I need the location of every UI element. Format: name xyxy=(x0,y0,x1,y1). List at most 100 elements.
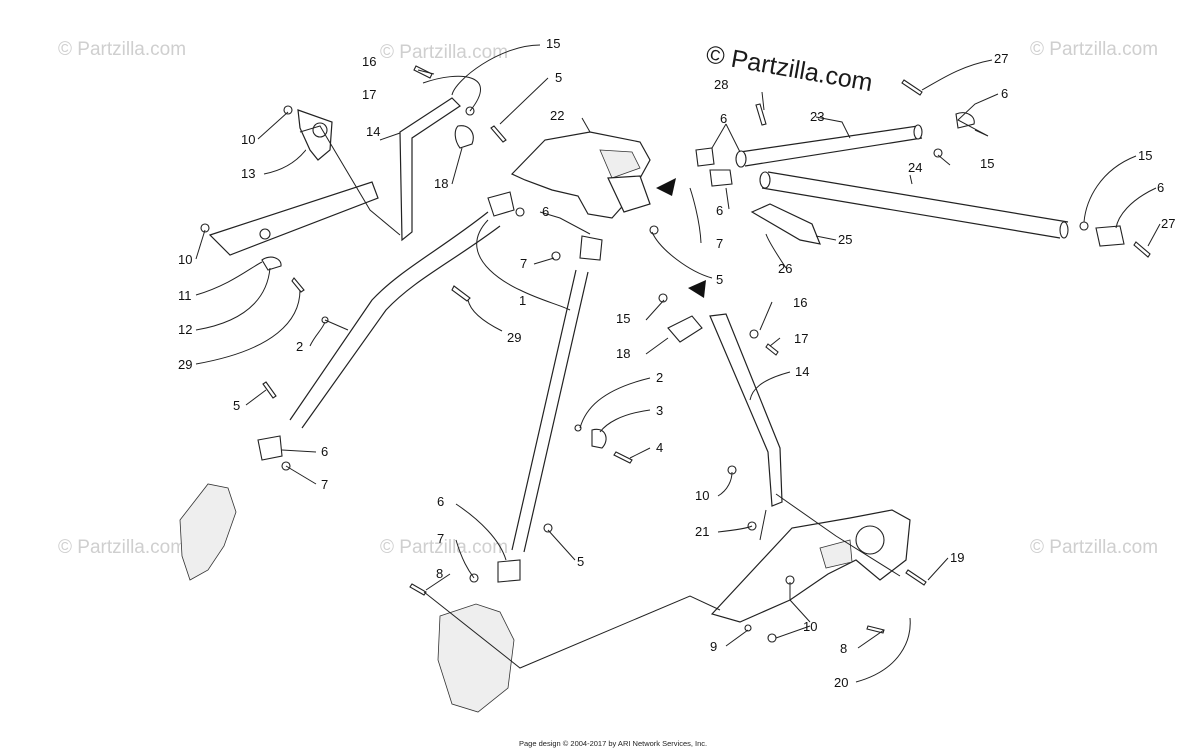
bolt-28 xyxy=(755,103,767,126)
clamp-6-right xyxy=(1095,225,1125,247)
bolt-16-left xyxy=(413,65,433,79)
callout-label: 13 xyxy=(241,166,255,181)
nut-10-plate-low xyxy=(767,633,777,643)
callout-label: 15 xyxy=(616,311,630,326)
callout-label: 15 xyxy=(1138,148,1152,163)
cap-6-lower xyxy=(709,169,733,187)
callout-label: 8 xyxy=(840,641,847,656)
tube-24-end xyxy=(759,171,771,189)
callout-label: 19 xyxy=(950,550,964,565)
bolt-4 xyxy=(613,451,633,464)
brace-11-hole xyxy=(259,228,271,240)
bolt-17-right xyxy=(765,343,779,356)
callout-label: 17 xyxy=(794,331,808,346)
callout-label: 21 xyxy=(695,524,709,539)
callout-label: 6 xyxy=(321,444,328,459)
tube-1-left xyxy=(289,211,501,429)
callout-label: 18 xyxy=(434,176,448,191)
skid-plate-20-hole xyxy=(855,525,885,555)
callout-label: 26 xyxy=(778,261,792,276)
watermark-tile: © Partzilla.com xyxy=(58,39,186,60)
tube-24-end-right xyxy=(1059,221,1069,239)
nut-15-far xyxy=(1079,221,1089,231)
bolt-29-lower xyxy=(291,277,305,293)
callout-label: 6 xyxy=(1001,86,1008,101)
nut-10-left xyxy=(200,223,210,233)
tube-23-end-right xyxy=(913,124,923,140)
callout-label: 7 xyxy=(716,236,723,251)
callout-label: 11 xyxy=(178,288,192,303)
washer-9 xyxy=(744,624,752,632)
clamp-3 xyxy=(591,428,607,449)
tube-24 xyxy=(761,171,1069,239)
footer-copyright: Page design © 2004-2017 by ARI Network S… xyxy=(519,739,707,748)
callout-label: 20 xyxy=(834,675,848,690)
callout-label: 5 xyxy=(577,554,584,569)
watermark-tile: © Partzilla.com xyxy=(1030,39,1158,60)
clamp-12 xyxy=(261,256,282,271)
watermark-tiles: © Partzilla.com © Partzilla.com © Partzi… xyxy=(58,39,1158,558)
arrow-pointer xyxy=(656,178,676,196)
nut-15-right xyxy=(658,293,668,303)
bolt-8-left xyxy=(409,583,427,596)
callout-label: 12 xyxy=(178,322,192,337)
cap-6-mid xyxy=(579,235,603,261)
tube-23 xyxy=(739,125,923,167)
callout-label: 10 xyxy=(695,488,709,503)
tube-23-end xyxy=(735,150,747,168)
brace-11 xyxy=(208,181,379,256)
bolt-19 xyxy=(905,569,927,586)
callout-label: 7 xyxy=(437,531,444,546)
bracket-14-right xyxy=(709,313,783,507)
callout-label: 2 xyxy=(656,370,663,385)
callout-label: 27 xyxy=(1161,216,1175,231)
callout-label: 16 xyxy=(793,295,807,310)
callout-label: 6 xyxy=(437,494,444,509)
housing-22-detail xyxy=(599,149,641,179)
watermark-tile: © Partzilla.com xyxy=(1030,537,1158,558)
callout-label: 16 xyxy=(362,54,376,69)
callout-label: 6 xyxy=(542,204,549,219)
callout-label: 5 xyxy=(233,398,240,413)
cap-6-top xyxy=(487,191,515,217)
callout-labels: 15 16 17 5 14 22 10 13 18 6 10 7 11 1 12… xyxy=(178,36,1175,690)
callout-label: 10 xyxy=(241,132,255,147)
callout-label: 29 xyxy=(178,357,192,372)
bracket-25 xyxy=(750,203,821,245)
pin-2-right xyxy=(574,424,582,432)
callout-label: 7 xyxy=(520,256,527,271)
callout-label: 22 xyxy=(550,108,564,123)
callout-label: 10 xyxy=(803,619,817,634)
cap-6-bottom xyxy=(497,559,521,583)
housing-22-tab xyxy=(607,175,651,213)
cap-6-upper xyxy=(695,147,715,167)
callout-label: 6 xyxy=(1157,180,1164,195)
bolt-8-right xyxy=(866,625,885,634)
nut-7-mid xyxy=(551,251,561,261)
watermark-tile: © Partzilla.com xyxy=(58,537,186,558)
callout-label: 6 xyxy=(716,203,723,218)
nut-15-top xyxy=(933,148,943,158)
clip-18-left xyxy=(454,125,474,149)
callout-label: 28 xyxy=(714,77,728,92)
callout-label: 2 xyxy=(296,339,303,354)
nut-16-right xyxy=(749,329,759,339)
cap-6-topright xyxy=(955,112,975,129)
bolt-5-upper xyxy=(490,125,507,143)
nut-5-lower xyxy=(543,523,553,533)
nut-10-upper xyxy=(283,105,293,115)
callout-label: 14 xyxy=(795,364,809,379)
callout-label: 14 xyxy=(366,124,380,139)
callout-label: 25 xyxy=(838,232,852,247)
bracket-13-hole xyxy=(312,122,328,138)
callout-label: 6 xyxy=(720,111,727,126)
callout-label: 7 xyxy=(321,477,328,492)
nut-5-center xyxy=(649,225,659,235)
callout-label: 29 xyxy=(507,330,521,345)
skid-plate-20-detail xyxy=(819,539,853,569)
cap-6-left xyxy=(257,435,283,461)
callout-label: 27 xyxy=(994,51,1008,66)
watermark-tile: © Partzilla.com xyxy=(380,42,508,63)
clip-18-right xyxy=(667,315,703,343)
